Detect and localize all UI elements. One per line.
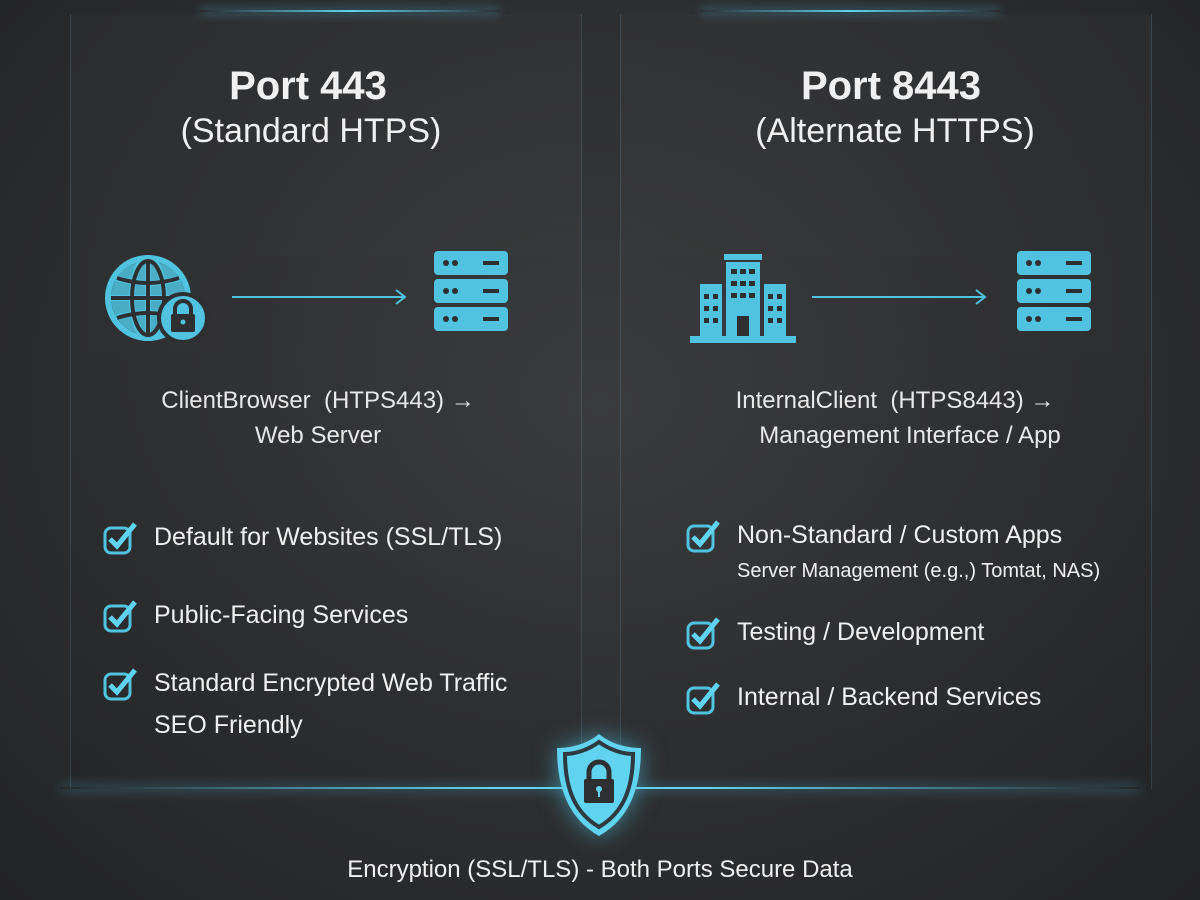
right-feature-item: Internal / Backend Services [685,676,1041,718]
left-flow-line2: Web Server [254,422,382,449]
right-flow-line1: InternalClient (HTPS8443) → [735,387,1055,414]
left-panel [70,14,582,789]
feature-text: Testing / Development [737,618,985,646]
left-feature-item: Public-Facing Services [102,594,408,636]
checkbox-icon [686,682,720,715]
checkbox-icon [686,617,720,650]
footer-caption: Encryption (SSL/TLS) - Both Ports Secure… [347,856,853,883]
right-subtitle: (Alternate HTTPS) [755,112,1035,150]
checkbox-icon [103,522,137,555]
feature-extra: Server Management (e.g.,) Tomtat, NAS) [737,560,1101,582]
left-feature-item: Default for Websites (SSL/TLS) [102,516,502,558]
server-icon [1017,251,1091,331]
left-flow-line1: ClientBrowser (HTPS443) → [161,387,475,414]
left-subtitle: (Standard HTPS) [180,112,442,150]
right-feature-item: Non-Standard / Custom Apps Server Manage… [685,514,1100,586]
globe-lock-icon [105,255,209,343]
building-icon [690,254,796,343]
feature-extra: SEO Friendly [154,711,303,739]
left-title: Port 443 [229,64,387,108]
arrow-right-icon [232,289,407,305]
checkbox-icon [686,520,720,553]
glow-line [200,10,500,12]
arrow-right-icon [812,289,987,305]
shield-lock-icon [557,734,641,836]
feature-text: Default for Websites (SSL/TLS) [154,523,503,551]
feature-text: Internal / Backend Services [737,683,1042,711]
checkbox-icon [103,600,137,633]
right-title: Port 8443 [800,64,982,108]
feature-text: Public-Facing Services [154,601,409,629]
feature-text: Non-Standard / Custom Apps [737,521,1063,549]
right-flow-line2: Management Interface / App [759,422,1061,449]
server-icon [434,251,508,331]
checkbox-icon [103,668,137,701]
right-feature-item: Testing / Development [685,611,984,653]
feature-text: Standard Encrypted Web Traffic [154,669,508,697]
right-panel [620,14,1152,789]
left-feature-item: Standard Encrypted Web Traffic SEO Frien… [102,662,507,746]
glow-line [700,10,1000,12]
